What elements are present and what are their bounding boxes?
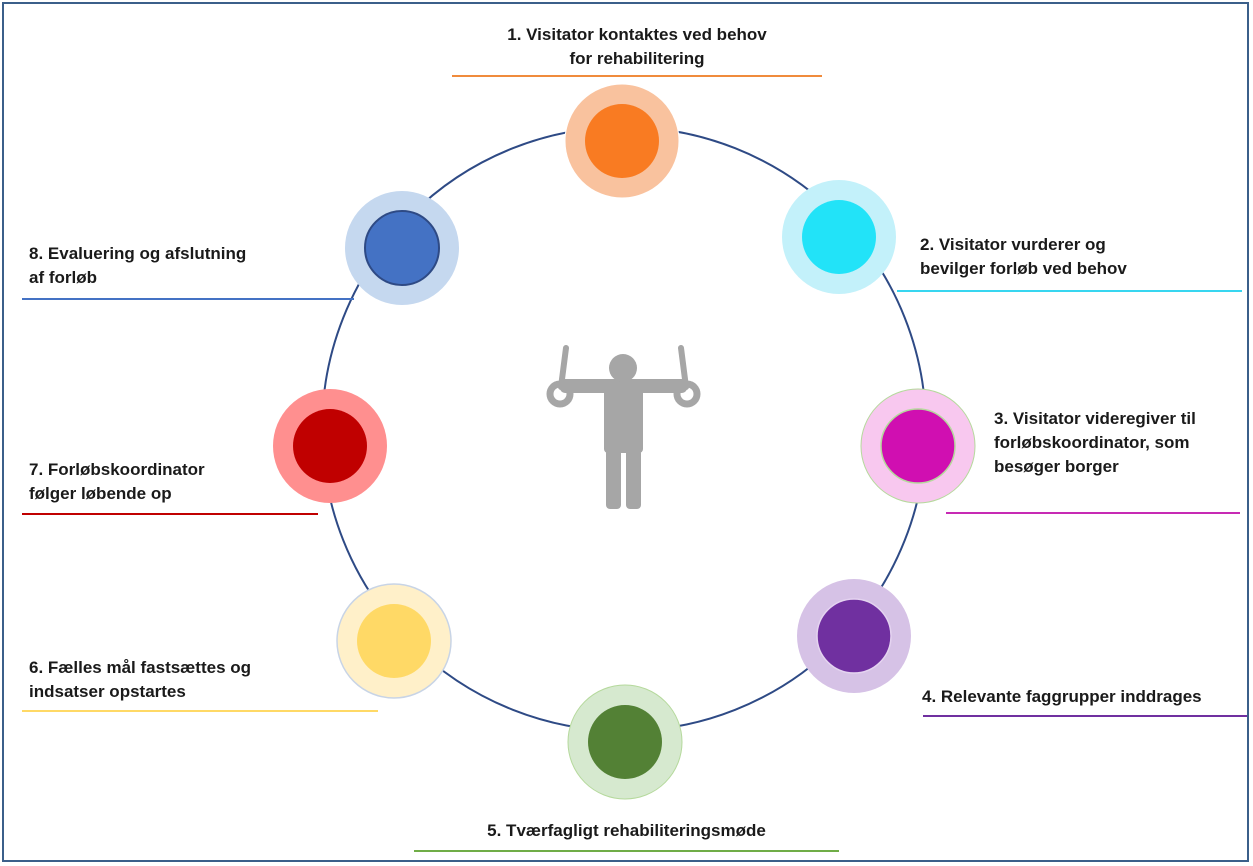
step-6-node <box>336 583 452 699</box>
step-4-node <box>797 579 911 693</box>
step-8-node <box>345 191 459 305</box>
step-5-label: 5. Tværfagligt rehabiliteringsmøde <box>414 819 839 843</box>
step-1-label-line-1: 1. Visitator kontaktes ved behov <box>507 25 767 44</box>
cycle-diagram <box>22 75 1247 852</box>
step-2-label-line-1: 2. Visitator vurderer og <box>920 235 1106 254</box>
step-5-node <box>567 684 683 800</box>
step-2-node <box>782 180 896 294</box>
step-6-label: 6. Fælles mål fastsættes og indsatser op… <box>29 656 251 704</box>
step-8-label-line-1: 8. Evaluering og afslutning <box>29 244 247 263</box>
step-2-label-line-2: bevilger forløb ved behov <box>920 259 1127 278</box>
gymnast-rings-icon <box>546 345 701 509</box>
step-3-label-line-1: 3. Visitator videregiver til <box>994 409 1196 428</box>
step-7-label: 7. Forløbskoordinator følger løbende op <box>29 458 205 506</box>
step-8-label-line-2: af forløb <box>29 268 97 287</box>
step-3-label-line-2: forløbskoordinator, som <box>994 433 1190 452</box>
step-7-node <box>273 389 387 503</box>
step-8-label: 8. Evaluering og afslutning af forløb <box>29 242 246 290</box>
step-3-label: 3. Visitator videregiver til forløbskoor… <box>994 407 1196 479</box>
step-3-node <box>860 388 976 504</box>
step-7-label-line-2: følger løbende op <box>29 484 172 503</box>
step-1-label-line-2: for rehabilitering <box>569 49 705 68</box>
step-3-label-line-3: besøger borger <box>994 457 1119 476</box>
step-6-label-line-2: indsatser opstartes <box>29 682 186 701</box>
step-5-label-line-1: 5. Tværfagligt rehabiliteringsmøde <box>487 821 766 840</box>
step-4-label-line-1: 4. Relevante faggrupper inddrages <box>922 687 1202 706</box>
step-6-label-line-1: 6. Fælles mål fastsættes og <box>29 658 252 677</box>
step-7-label-line-1: 7. Forløbskoordinator <box>29 460 205 479</box>
step-2-label: 2. Visitator vurderer og bevilger forløb… <box>920 233 1127 281</box>
step-4-label: 4. Relevante faggrupper inddrages <box>922 685 1202 709</box>
step-1-label: 1. Visitator kontaktes ved behov for reh… <box>452 23 822 71</box>
step-1-node <box>564 83 680 199</box>
